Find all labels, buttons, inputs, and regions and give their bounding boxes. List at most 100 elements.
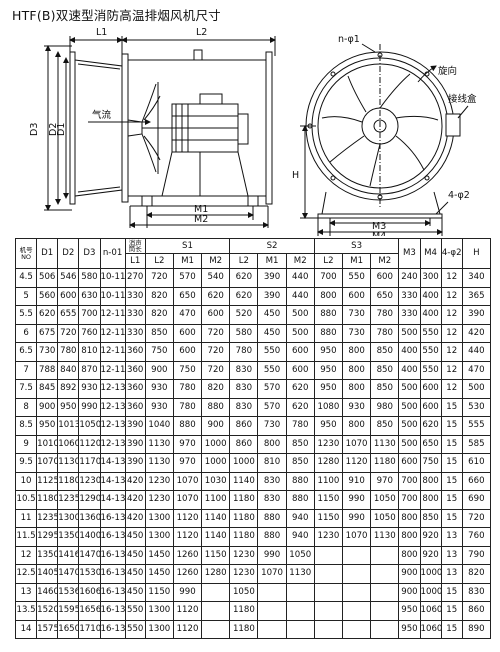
table-cell: 585 <box>461 434 492 454</box>
table-cell: 600 <box>419 379 442 399</box>
table-cell: 1180 <box>370 453 400 473</box>
table-cell <box>313 619 344 639</box>
col-s1-l2: L2 <box>144 253 174 269</box>
table-cell: 620 <box>229 268 259 288</box>
table-cell <box>201 619 231 639</box>
table-cell: 5.5 <box>14 305 38 325</box>
front-view <box>300 43 469 236</box>
table-cell: 810 <box>257 453 287 473</box>
table-cell: 1180 <box>36 490 59 510</box>
table-cell: 12-13 <box>99 434 126 454</box>
table-cell: 800 <box>342 342 372 362</box>
table-cell: 880 <box>201 397 231 417</box>
table-cell: 1050 <box>285 545 315 565</box>
table-cell: 850 <box>144 323 174 343</box>
table-cell: 1470 <box>78 545 101 565</box>
col-n01: n-01 <box>99 238 126 269</box>
table-cell: 800 <box>398 545 421 565</box>
table-cell: 7 <box>14 360 38 380</box>
table-cell: 570 <box>257 397 287 417</box>
table-cell: 12 <box>440 342 463 362</box>
col-no: 机号NO <box>14 238 38 269</box>
table-cell: 550 <box>124 601 146 621</box>
col-s2-m2: M2 <box>285 253 315 269</box>
table-cell: 1180 <box>57 471 80 491</box>
table-cell: 600 <box>342 286 372 306</box>
table-cell: 730 <box>342 305 372 325</box>
table-cell: 13 <box>14 582 38 602</box>
col-d2: D2 <box>57 238 80 269</box>
table-cell: 900 <box>36 397 59 417</box>
table-cell: 390 <box>124 416 146 436</box>
table-cell <box>342 601 372 621</box>
table-cell: 1000 <box>229 453 259 473</box>
table-cell: 1536 <box>57 582 80 602</box>
table-cell: 780 <box>172 397 203 417</box>
table-cell: 930 <box>342 397 372 417</box>
table-cell: 850 <box>370 360 400 380</box>
table-cell: 1050 <box>78 416 101 436</box>
table-cell: 820 <box>201 379 231 399</box>
table-cell: 365 <box>461 286 492 306</box>
table-cell: 1100 <box>201 490 231 510</box>
holes-top-label: n-φ1 <box>338 34 360 45</box>
table-cell <box>370 564 400 584</box>
table-cell: 9 <box>14 434 38 454</box>
page-title: HTF(B)双速型消防高温排烟风机尺寸 <box>12 8 221 23</box>
table-cell: 15 <box>440 490 463 510</box>
table-cell: 1180 <box>229 508 259 528</box>
table-cell: 690 <box>461 490 492 510</box>
table-cell: 1050 <box>370 508 400 528</box>
table-cell: 600 <box>172 342 203 362</box>
side-view <box>44 36 276 228</box>
table-cell: 12-13 <box>99 379 126 399</box>
table-cell: 1260 <box>172 564 203 584</box>
table-cell: 900 <box>398 564 421 584</box>
table-cell: 990 <box>78 397 101 417</box>
table-cell: 7.5 <box>14 379 38 399</box>
table-cell: 500 <box>398 379 421 399</box>
table-cell: 1235 <box>57 490 80 510</box>
table-cell: 800 <box>342 360 372 380</box>
table-cell: 1450 <box>144 545 174 565</box>
table-cell: 1350 <box>57 527 80 547</box>
table-cell: 830 <box>257 490 287 510</box>
table-cell: 675 <box>36 323 59 343</box>
table-cell: 1060 <box>419 619 442 639</box>
table-cell: 12 <box>440 268 463 288</box>
table-cell: 920 <box>419 545 442 565</box>
table-cell: 450 <box>124 527 146 547</box>
table-cell: 1416 <box>57 545 80 565</box>
table-cell: 1140 <box>201 527 231 547</box>
table-cell: 12 <box>440 379 463 399</box>
table-cell: 970 <box>172 453 203 473</box>
table-cell: 880 <box>172 416 203 436</box>
table-cell <box>370 545 400 565</box>
table-cell: 12-13 <box>99 397 126 417</box>
table-cell: 920 <box>419 527 442 547</box>
table-cell: 300 <box>419 268 442 288</box>
table-cell: 1450 <box>144 564 174 584</box>
table-cell: 440 <box>461 342 492 362</box>
table-cell: 700 <box>398 471 421 491</box>
table-cell: 500 <box>398 397 421 417</box>
table-cell: 880 <box>285 471 315 491</box>
table-cell <box>201 582 231 602</box>
table-cell: 1180 <box>229 527 259 547</box>
table-cell: 620 <box>36 305 59 325</box>
table-cell: 1070 <box>342 434 372 454</box>
table-cell: 700 <box>78 305 101 325</box>
table-cell: 620 <box>229 286 259 306</box>
table-cell: 11.5 <box>14 527 38 547</box>
table-cell: 1060 <box>57 434 80 454</box>
table-cell: 570 <box>257 379 287 399</box>
table-cell: 580 <box>78 268 101 288</box>
table-cell: 1300 <box>57 508 80 528</box>
table-cell: 16-13 <box>99 527 126 547</box>
table-cell: 1040 <box>144 416 174 436</box>
